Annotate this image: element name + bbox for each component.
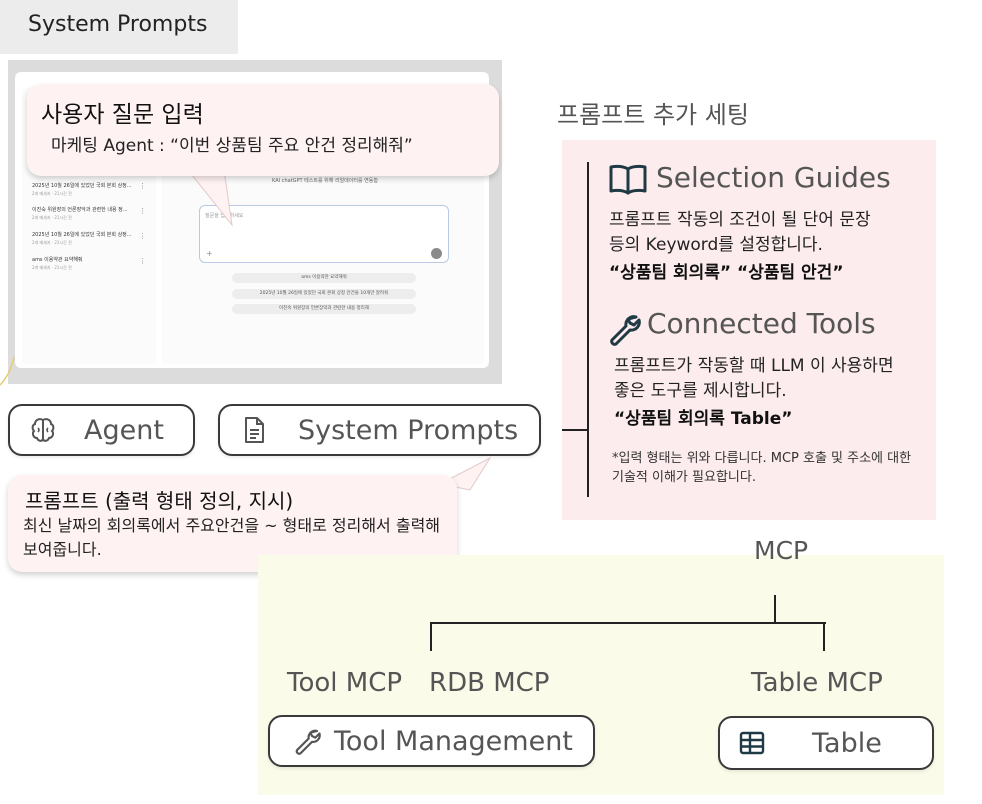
history-item-meta: 2개 메세지 · 21시간 전 bbox=[32, 265, 72, 270]
mcp-title: MCP bbox=[754, 536, 809, 565]
table-mcp-label: Table MCP bbox=[751, 668, 883, 698]
table-label: Table bbox=[812, 727, 882, 759]
connected-tools-body: 프롬프트가 작동할 때 LLM 이 사용하면 좋은 도구를 제시합니다. bbox=[614, 356, 894, 401]
tree-line bbox=[774, 595, 776, 624]
tree-line bbox=[430, 622, 432, 651]
wrench-icon bbox=[606, 311, 642, 347]
document-icon bbox=[240, 415, 268, 445]
callout-subtitle: 마케팅 Agent : “이번 상품팀 주요 안건 정리해줘” bbox=[51, 136, 413, 156]
connected-tools-heading: Connected Tools bbox=[647, 307, 876, 340]
tree-line bbox=[823, 622, 825, 651]
chat-caption: KAI chatGPT 테스트를 위해 리얼데이터를 연동함 bbox=[272, 178, 378, 184]
more-icon[interactable]: ⋮ bbox=[139, 182, 146, 190]
rdb-mcp-label: RDB MCP bbox=[429, 668, 550, 698]
connector-arc bbox=[0, 356, 15, 386]
book-open-icon bbox=[608, 162, 648, 196]
more-icon[interactable]: ⋮ bbox=[139, 232, 146, 240]
history-item-meta: 2개 메세지 · 21시간 전 bbox=[32, 240, 72, 245]
selection-guides-heading: Selection Guides bbox=[656, 161, 891, 194]
prompt-settings-panel bbox=[562, 140, 936, 520]
tree-line bbox=[430, 622, 826, 624]
section-tag-system-prompts: System Prompts bbox=[0, 0, 238, 54]
wrench-icon bbox=[292, 726, 322, 756]
suggestion-chip[interactable]: 이진숙 위원장의 언론장악과 관련한 내용 정리해 bbox=[232, 304, 416, 314]
history-item-title[interactable]: 2025년 10월 26일에 있었던 국회 본회 상정... bbox=[32, 183, 132, 189]
selection-guides-example: “상품팀 회의록” “상품팀 안건” bbox=[609, 263, 844, 283]
tool-management-label: Tool Management bbox=[334, 725, 573, 757]
history-item-title[interactable]: ams 이용약관 요약해줘 bbox=[32, 257, 83, 263]
attach-plus-icon[interactable]: + bbox=[206, 249, 213, 258]
callout-title: 사용자 질문 입력 bbox=[41, 102, 204, 128]
agent-label: Agent bbox=[84, 414, 164, 446]
brain-icon bbox=[28, 415, 58, 445]
connected-tools-example: “상품팀 회의록 Table” bbox=[614, 409, 793, 429]
table-icon bbox=[738, 729, 766, 757]
callout-user-question bbox=[27, 84, 499, 176]
more-icon[interactable]: ⋮ bbox=[139, 257, 146, 265]
tool-management-button[interactable]: Tool Management bbox=[268, 715, 595, 767]
history-item-meta: 2개 메세지 · 21시간 전 bbox=[32, 215, 72, 220]
agent-button[interactable]: Agent bbox=[8, 404, 195, 456]
system-prompts-button[interactable]: System Prompts bbox=[218, 404, 541, 456]
callout-body: 최신 날짜의 회의록에서 주요안건을 ~ 형태로 정리해서 출력해 보여줍니다. bbox=[23, 516, 441, 559]
history-item-title[interactable]: 이진숙 위원장의 언론장악과 관련한 내용 정... bbox=[32, 207, 128, 213]
send-icon[interactable] bbox=[431, 248, 442, 259]
prompt-settings-title: 프롬프트 추가 세팅 bbox=[557, 101, 749, 129]
connector-line bbox=[562, 429, 589, 431]
tool-mcp-label: Tool MCP bbox=[287, 668, 403, 698]
table-button[interactable]: Table bbox=[718, 716, 934, 770]
suggestion-chip[interactable]: 2025년 10월 26일에 있었던 국회 본회 상정 안건을 10개만 알려줘 bbox=[232, 289, 416, 299]
system-prompts-label: System Prompts bbox=[298, 414, 519, 446]
history-item-meta: 2개 메세지 · 21시간 전 bbox=[32, 191, 72, 196]
bracket-line bbox=[587, 162, 589, 497]
more-icon[interactable]: ⋮ bbox=[139, 207, 146, 215]
callout-title: 프롬프트 (출력 형태 정의, 지시) bbox=[25, 489, 294, 513]
settings-note: *입력 형태는 위와 다릅니다. MCP 호출 및 주소에 대한 기술적 이해가… bbox=[612, 451, 912, 485]
suggestion-chip[interactable]: ams 이용약관 요약해줘 bbox=[232, 273, 416, 283]
chat-input[interactable] bbox=[199, 205, 449, 263]
history-item-title[interactable]: 2025년 10월 26일에 있었던 국회 본회 상정... bbox=[32, 232, 132, 238]
selection-guides-body: 프롬프트 작동의 조건이 될 단어 문장 등의 Keyword를 설정합니다. bbox=[609, 210, 871, 255]
callout-tail bbox=[187, 170, 233, 227]
